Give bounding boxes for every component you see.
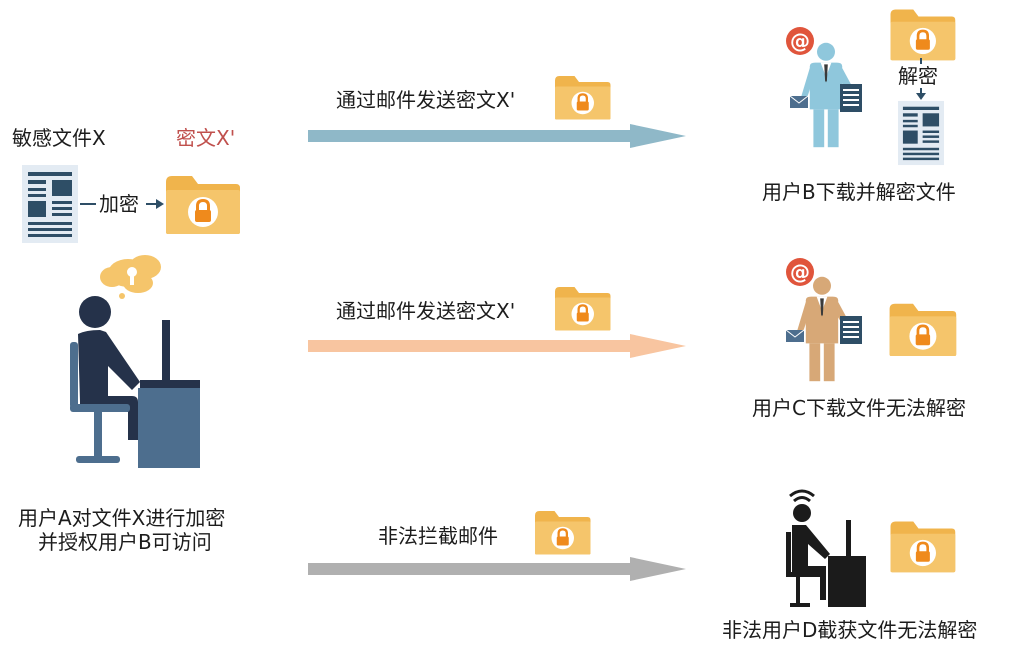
receiver-b-caption: 用户B下载并解密文件 xyxy=(762,180,956,204)
encrypt-arrow xyxy=(80,199,164,209)
held-document-icon xyxy=(840,84,862,112)
flow-3-folder-icon xyxy=(533,509,592,556)
cipher-label: 密文X' xyxy=(176,126,236,150)
decrypt-label: 解密 xyxy=(898,64,938,88)
cipher-folder-icon xyxy=(164,174,242,236)
thought-cloud-icon xyxy=(100,255,161,299)
flow-arrow-1 xyxy=(308,124,686,148)
wifi-signal-icon xyxy=(789,489,815,503)
receiver-c-folder-icon xyxy=(888,302,958,358)
sensitive-file-label: 敏感文件X xyxy=(12,126,106,150)
envelope-icon xyxy=(785,329,805,342)
envelope-icon xyxy=(789,95,809,108)
svg-text:@: @ xyxy=(790,29,810,53)
receiver-c-caption: 用户C下载文件无法解密 xyxy=(752,396,966,420)
at-sign-icon: @ xyxy=(786,27,814,55)
receiver-d-caption: 非法用户D截获文件无法解密 xyxy=(722,618,978,642)
sensitive-file-document-icon xyxy=(22,165,78,243)
flow-3-label: 非法拦截邮件 xyxy=(378,524,498,548)
receiver-b-folder-icon xyxy=(889,8,957,62)
held-document-icon xyxy=(840,316,862,344)
svg-text:@: @ xyxy=(790,260,810,284)
sender-caption-line1: 用户A对文件X进行加密 xyxy=(18,506,226,530)
decrypt-connector xyxy=(916,58,926,100)
receiver-d-folder-icon xyxy=(889,520,957,574)
sender-caption-line2: 并授权用户B可访问 xyxy=(38,530,212,554)
user-a-figure-icon xyxy=(70,296,200,468)
flow-arrow-3 xyxy=(308,557,686,581)
user-d-figure-icon xyxy=(786,504,866,607)
at-sign-icon: @ xyxy=(786,258,814,286)
flow-1-label: 通过邮件发送密文X' xyxy=(336,88,516,112)
flow-2-label: 通过邮件发送密文X' xyxy=(336,299,516,323)
encrypt-label: 加密 xyxy=(99,192,139,216)
flow-arrow-2 xyxy=(308,334,686,358)
decrypted-document-icon xyxy=(898,100,944,166)
flow-1-folder-icon xyxy=(553,74,612,121)
flow-2-folder-icon xyxy=(553,285,612,332)
